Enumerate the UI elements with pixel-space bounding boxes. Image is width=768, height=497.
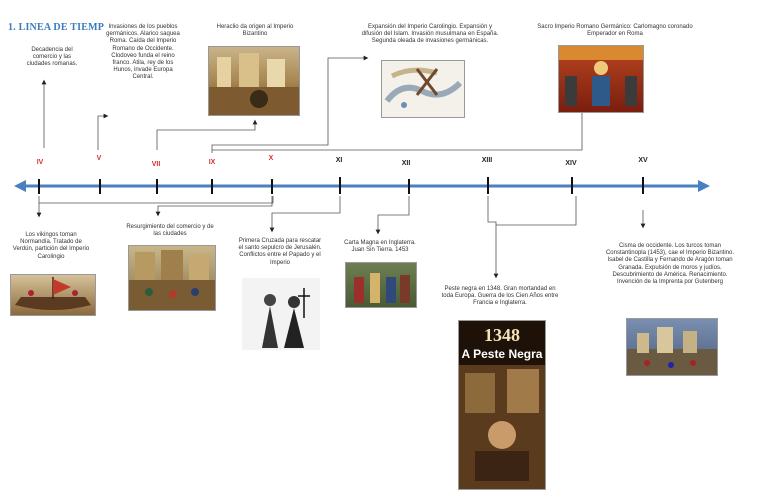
crusade-engraving-image (242, 278, 320, 350)
peste-negra-book-cover-image: 1348 A Peste Negra (458, 320, 546, 490)
century-label-v: V (96, 155, 102, 162)
century-label-xii: XII (401, 160, 411, 167)
vikings-image (10, 274, 96, 316)
byzantine-painting-image (208, 46, 300, 116)
century-label-xv: XV (638, 157, 648, 164)
century-label-xiv: XIV (565, 160, 577, 167)
charlemagne-coronation-image (558, 45, 644, 113)
century-label-vii: VII (151, 161, 161, 168)
event-text-xv: Cisma de occidente. Los turcos toman Con… (605, 243, 735, 286)
timeline-arrow-left-head (14, 180, 26, 192)
century-label-iv: IV (36, 159, 44, 166)
book-cover-year: 1348 (484, 325, 520, 345)
magna-carta-image (345, 262, 417, 308)
medieval-commerce-image (128, 245, 216, 311)
constantinople-siege-image (626, 318, 718, 376)
event-text-v: Invasiones de los pueblos germánicos. Al… (106, 24, 180, 81)
century-label-ix: IX (208, 159, 216, 166)
book-cover-title: A Peste Negra (461, 347, 543, 361)
event-text-vii: Heraclio da origen al Imperio Bizantino (216, 24, 294, 38)
islam-expansion-map-image (381, 60, 465, 118)
event-text-ix-bottom: Los vikingos toman Normandía. Tratado de… (12, 232, 90, 260)
century-label-x: X (268, 155, 274, 162)
century-label-xi: XI (335, 157, 343, 164)
event-text-xi: Primera Cruzada para rescatar el santo s… (238, 238, 322, 266)
event-text-xii: Carta Magna en Inglaterra. Juan Sin Tier… (344, 240, 416, 254)
event-text-xiv: Peste negra en 1348. Gran mortandad en t… (441, 286, 559, 307)
event-text-x: Resurgimiento del comercio y de las ciud… (126, 224, 214, 238)
event-text-viii: Expansión del Imperio Carolingio. Expans… (361, 24, 499, 45)
event-text-iv: Decadencia del comercio y las ciudades r… (26, 47, 78, 68)
century-label-xiii: XIII (481, 157, 493, 164)
page-title: 1. LINEA DE TIEMP (8, 22, 105, 33)
timeline-arrow-right-head (698, 180, 710, 192)
event-text-ix-top: Sacro Imperio Romano Germánico: Carlomag… (537, 24, 693, 38)
